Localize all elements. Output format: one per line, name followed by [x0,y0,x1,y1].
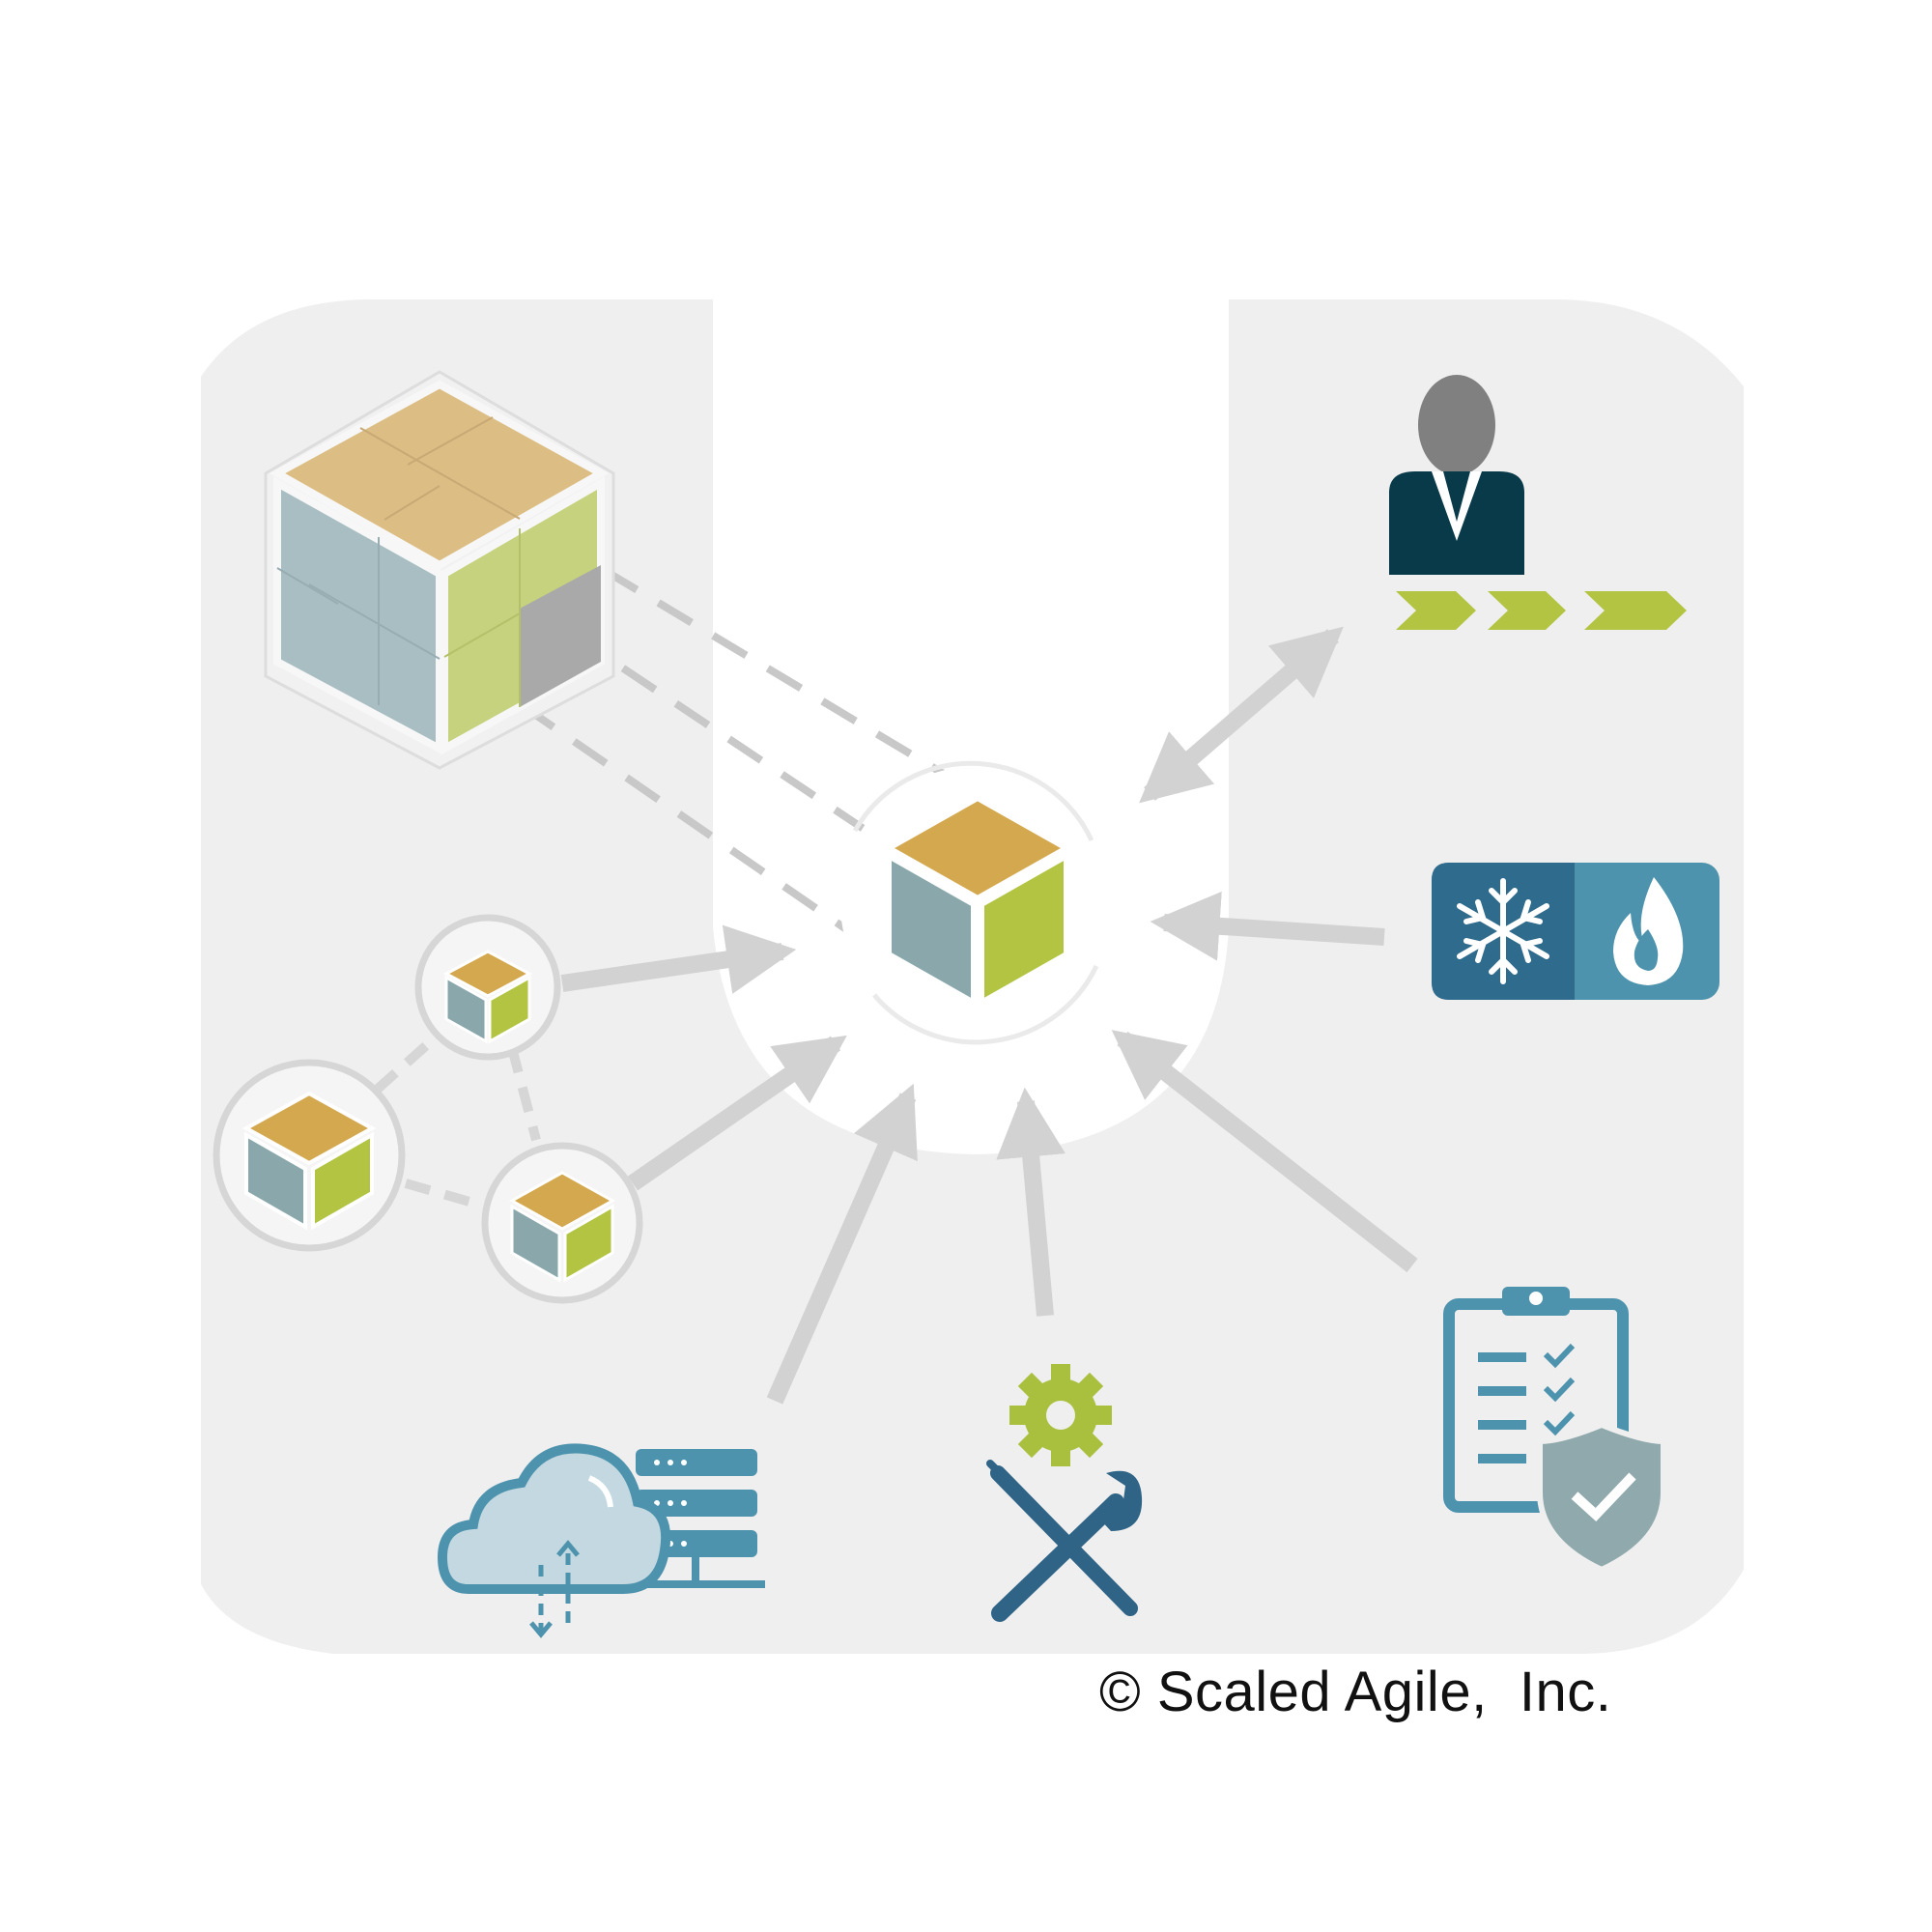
central-solution-cube-icon [840,760,1115,1045]
network-node-right [481,1142,643,1304]
network-arrow-high [560,924,797,994]
compliance-arrow [1111,1030,1418,1273]
infrastructure-arrow [766,1083,918,1405]
network-cubes-icon [213,914,643,1304]
network-node-left [213,1059,406,1252]
input-arrows [560,626,1418,1405]
compliance-clipboard-icon [1443,1287,1629,1513]
value-stream-chevrons-icon [1396,591,1687,630]
copyright-text: © Scaled Agile, Inc. [1099,1661,1612,1723]
nfr-panel [1432,863,1719,1000]
customer-person-icon [1389,375,1524,575]
nfr-arrow [1150,891,1385,961]
large-solution-cube-icon [264,370,615,770]
network-arrow-low [627,1035,847,1191]
gear-icon [1009,1364,1112,1466]
customer-arrow [1139,626,1344,804]
snowflake-icon [1457,878,1549,984]
shield-check-icon [1537,1421,1666,1574]
cloud-server-icon [437,1443,765,1638]
flame-icon [1613,877,1684,985]
tools-icon [986,1460,1143,1622]
decomposition-dashes [519,566,969,946]
network-node-top [414,914,561,1061]
tools-arrow [996,1087,1066,1317]
